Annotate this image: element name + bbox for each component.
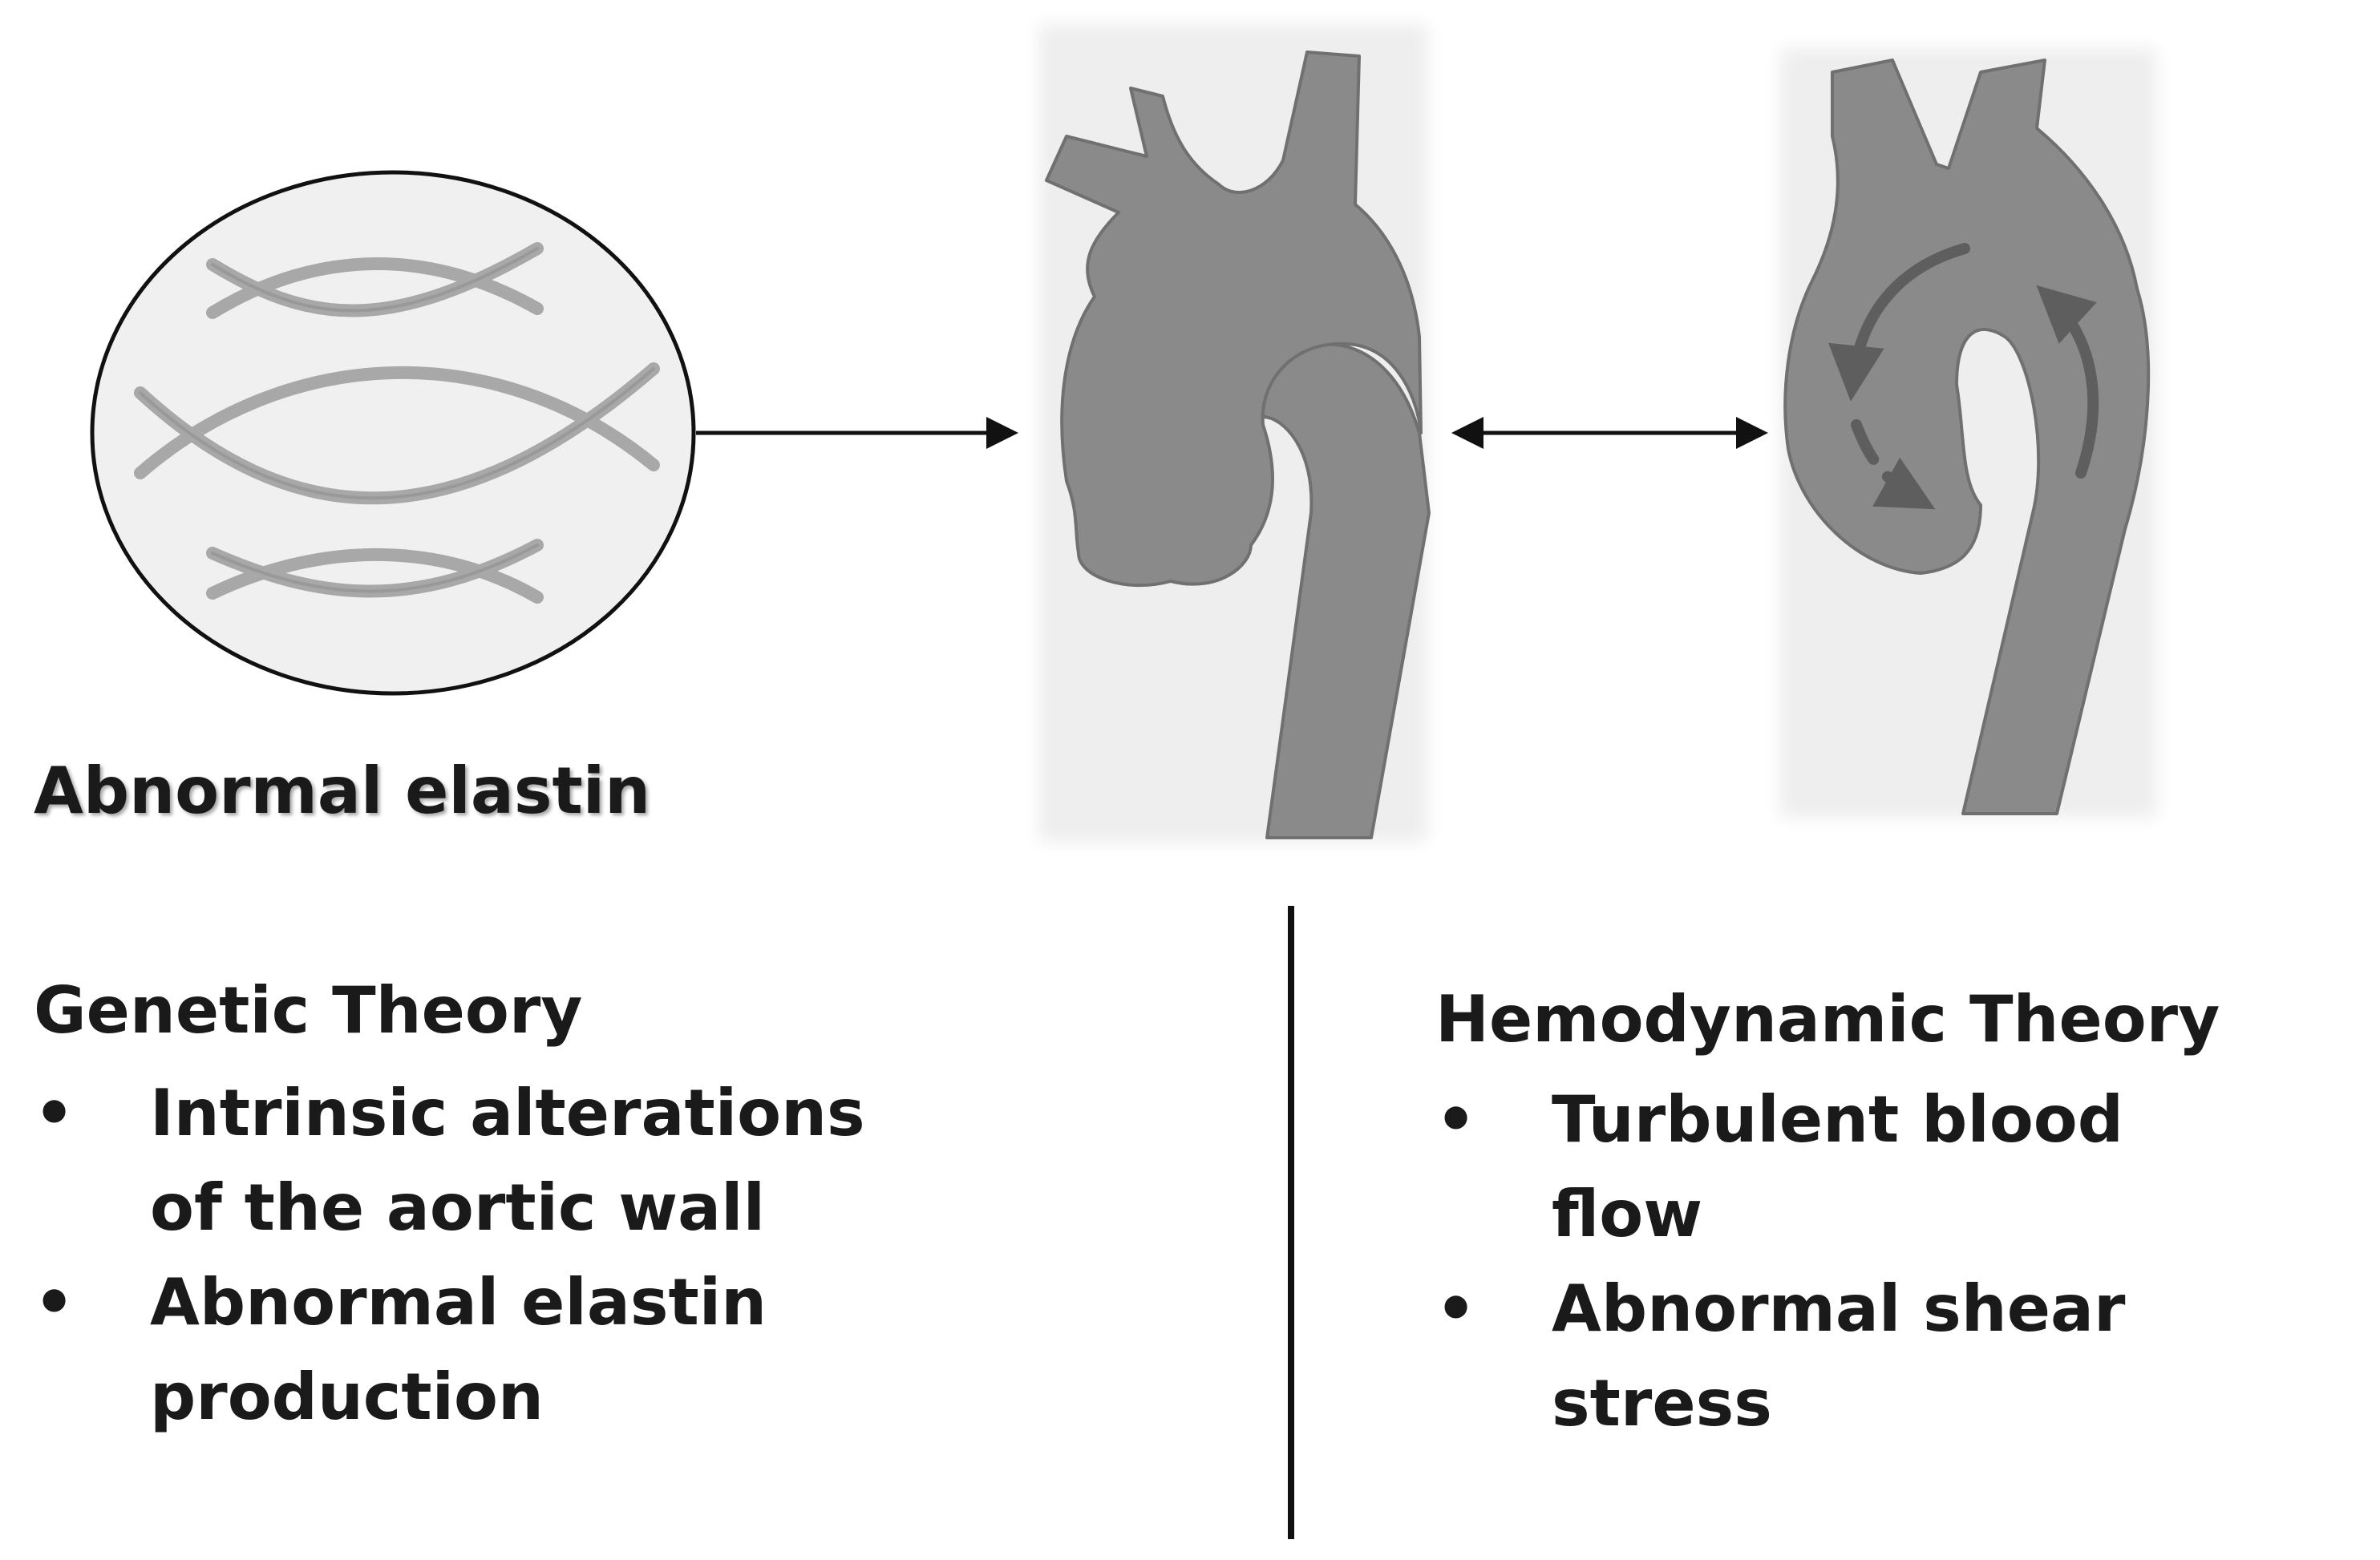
genetic-theory-list: • Intrinsic alterations of the aortic wa… <box>34 1066 865 1445</box>
dilated-aorta-icon <box>1038 24 1431 842</box>
genetic-theory-heading: Genetic Theory <box>34 973 583 1048</box>
hemodynamic-theory-heading: Hemodynamic Theory <box>1435 982 2220 1057</box>
list-item: • Turbulent blood flow <box>1435 1073 2125 1262</box>
list-item: • Abnormal shear stress <box>1435 1262 2125 1451</box>
list-item-line: Intrinsic alterations <box>150 1076 865 1150</box>
elastin-fibers-icon <box>90 170 696 696</box>
list-item-line: of the aortic wall <box>150 1170 765 1245</box>
bullet-icon: • <box>34 1265 75 1340</box>
list-item-line: flow <box>1552 1177 1703 1251</box>
list-item-line: Abnormal shear <box>1552 1271 2126 1346</box>
aorta-turbulent-flow-icon <box>1780 48 2157 818</box>
list-item-line: Abnormal elastin <box>150 1265 767 1340</box>
list-item: • Abnormal elastin production <box>34 1255 865 1445</box>
list-item-line: production <box>150 1360 544 1434</box>
list-item-line: stress <box>1552 1366 1772 1441</box>
bullet-icon: • <box>1435 1082 1477 1157</box>
list-item-line: Turbulent blood <box>1552 1082 2124 1157</box>
bullet-icon: • <box>1435 1271 1477 1346</box>
bullet-icon: • <box>34 1076 75 1150</box>
list-item: • Intrinsic alterations of the aortic wa… <box>34 1066 865 1255</box>
elastin-caption: Abnormal elastin <box>34 754 651 828</box>
hemodynamic-theory-list: • Turbulent blood flow • Abnormal shear … <box>1435 1073 2125 1451</box>
